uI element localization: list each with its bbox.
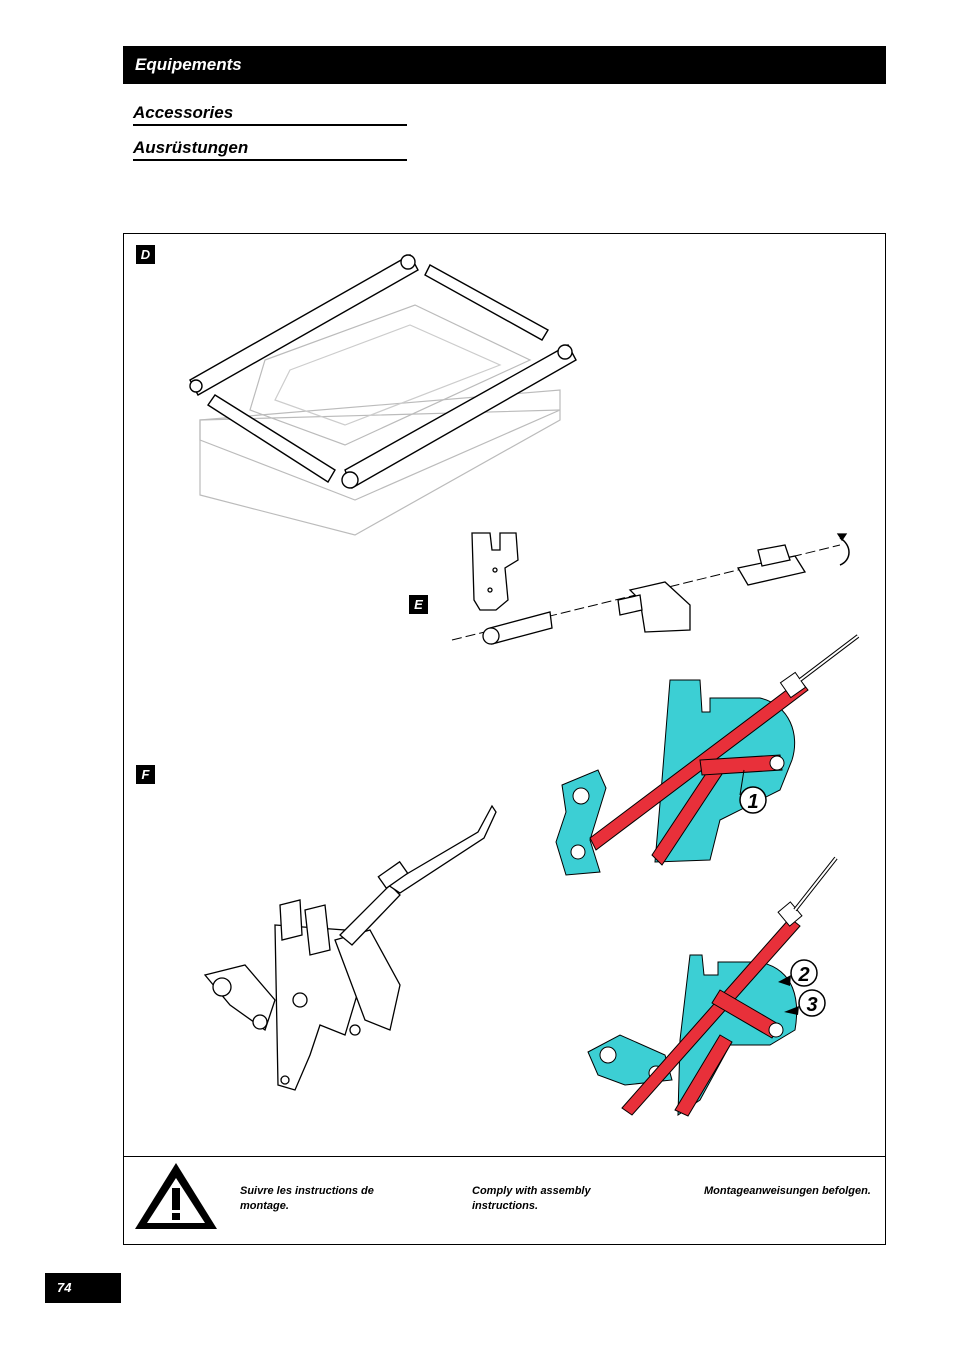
- page-number: 74: [57, 1280, 72, 1295]
- lift-detail-position-1: [555, 634, 860, 876]
- section-tag-f: F: [136, 765, 155, 784]
- warning-triangle-icon: [135, 1163, 217, 1229]
- hopper-extension-rails: [189, 254, 577, 490]
- callout-2: 2: [797, 964, 809, 986]
- callout-1: 1: [747, 791, 758, 813]
- lift-bracket-drawing: [203, 804, 497, 1091]
- section-header-bar: Equipements: [123, 46, 886, 84]
- warning-text-french: Suivre les instructions de montage.: [240, 1185, 374, 1212]
- hopper-extension-drawing: [199, 304, 561, 536]
- subheading-german: Ausrüstungen: [133, 138, 407, 161]
- subheading-english: Accessories: [133, 103, 407, 126]
- page-number-box: 74: [45, 1273, 121, 1303]
- lift-detail-position-2: [587, 856, 838, 1117]
- warning-divider: [123, 1156, 886, 1157]
- section-title: Equipements: [135, 55, 242, 74]
- shaft-parts-drawing: [451, 532, 850, 645]
- warning-text-english: Comply with assembly instructions.: [472, 1185, 591, 1212]
- section-tag-d: D: [136, 245, 155, 264]
- illustration-frame: [123, 233, 886, 1245]
- section-tag-e: E: [409, 595, 428, 614]
- warning-text-german: Montageanweisungen befolgen.: [704, 1185, 871, 1197]
- callout-3: 3: [806, 994, 817, 1016]
